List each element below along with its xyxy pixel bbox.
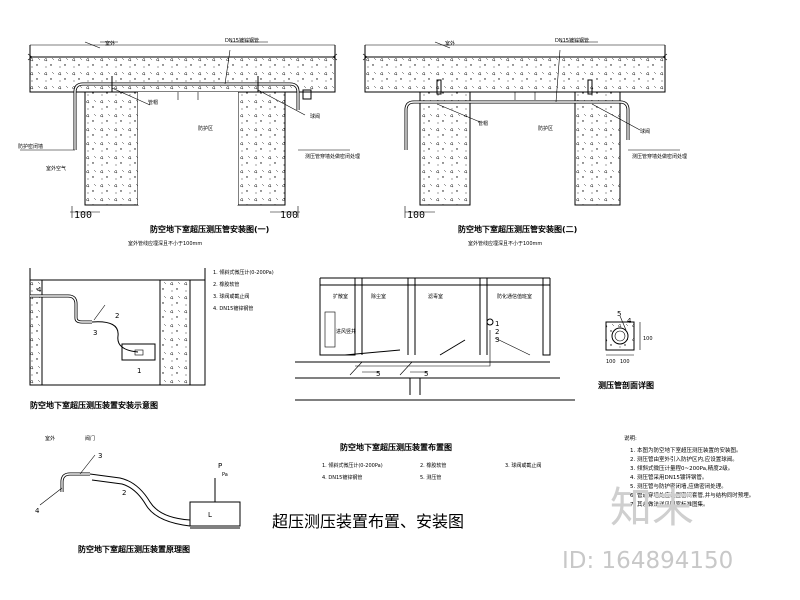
detail-1-label-ground: 室外 <box>105 40 115 47</box>
device-micromanometer <box>121 343 156 361</box>
principle-callout-4: 4 <box>35 507 40 515</box>
plan-legend-5: 5. 测压管 <box>420 474 441 481</box>
detail-2-label-pipe: DN15镀锌钢管 <box>555 37 589 44</box>
notes-line-1: 1. 本图为防空地下室超压测压装置的安装图。 <box>630 446 742 454</box>
section-caption: 测压管剖面详图 <box>598 380 654 390</box>
plan-callout-5b: 5 <box>424 370 428 378</box>
detail-1-label-outside: 室外空气 <box>46 165 66 172</box>
plan-gauge <box>486 318 494 326</box>
plan-callout-3: 3 <box>495 336 499 344</box>
detail-2-label-ground: 室外 <box>445 40 455 47</box>
principle-pipe <box>60 472 90 492</box>
principle-caption: 防空地下室超压测压装置原理图 <box>78 544 190 554</box>
detail-1-label-valve: 球阀 <box>310 113 320 120</box>
detail-1-wall-left <box>84 91 139 206</box>
section-callout-4: 4 <box>627 317 632 325</box>
detail-2-label-tag: 管帽 <box>478 120 488 127</box>
plan-room-1: 扩散室 <box>333 293 348 300</box>
device-callout-2: 2 <box>115 312 119 320</box>
plan-room-4: 防化通信值班室 <box>497 293 532 300</box>
detail-2-subcaption: 室外管线应埋深且不小于100mm <box>468 240 542 247</box>
legend-item-3: 3. 球阀或截止阀 <box>213 293 249 300</box>
device-callout-1: 1 <box>137 367 141 375</box>
section-square <box>605 321 635 351</box>
device-callout-3: 3 <box>93 329 97 337</box>
detail-1-wall-right <box>237 91 286 206</box>
notes-line-3: 3. 倾斜式微压计量程0~200Pa,精度2级。 <box>630 464 733 472</box>
detail-1-dim-right: 100 <box>280 210 298 221</box>
device-legend: 1. 倾斜式微压计(0-200Pa) 2. 橡胶软管 3. 球阀或截止阀 4. … <box>213 269 274 312</box>
principle-hose <box>89 473 191 521</box>
detail-2-caption: 防空地下室超压测压管安装图(二) <box>458 224 577 234</box>
principle-label-l: L <box>208 511 212 519</box>
detail-1-caption: 防空地下室超压测压管安装图(一) <box>150 224 269 234</box>
notes-line-6: 6. 管道穿墙处应设置密闭套管,并与结构同时预埋。 <box>630 491 754 499</box>
legend-item-4: 4. DN15镀锌钢管 <box>213 305 253 312</box>
plan-legend-2: 2. 橡胶软管 <box>420 462 446 469</box>
plan-legend-1: 1. 倾斜式微压计(0-200Pa) <box>322 462 383 469</box>
detail-1-dim-left: 100 <box>74 210 92 221</box>
plan-callout-1: 1 <box>495 320 499 328</box>
principle-callout-2: 2 <box>122 489 126 497</box>
legend-item-2: 2. 橡胶软管 <box>213 281 239 288</box>
detail-2-slab <box>364 56 666 93</box>
device-callout-4: 4 <box>37 286 42 294</box>
principle-callout-3: 3 <box>98 452 102 460</box>
section-dim-2: 100 <box>620 359 630 365</box>
principle-label-unit: Pa <box>222 472 228 478</box>
detail-2-dim-left: 100 <box>407 210 425 221</box>
layout-plan: 扩散室 除尘室 滤毒室 防化通信值班室 进风竖井 1 2 3 5 5 防空地下室… <box>295 277 575 481</box>
detail-2-wall-left <box>419 91 471 206</box>
device-diagram: 4 2 3 1 防空地下室超压测压装置安装示意图 <box>29 268 206 410</box>
detail-1-label-pipe: DN15镀锌钢管 <box>225 37 259 44</box>
plan-room-3: 滤毒室 <box>428 293 443 300</box>
plan-caption: 防空地下室超压测压装置布置图 <box>340 442 452 452</box>
detail-1-slab <box>29 56 336 93</box>
detail-1-label-note: 测压管穿墙处做密闭处理 <box>305 153 360 160</box>
notes-block: 说明: 1. 本图为防空地下室超压测压装置的安装图。 2. 测压管由室外引入防护… <box>624 434 754 508</box>
principle-label-p: P <box>218 462 222 470</box>
principle-diagram: 室外 阀门 P Pa L 3 2 4 防空地下室超压测压装置原理图 <box>35 435 241 554</box>
drawing-title: 超压测压装置布置、安装图 <box>272 512 464 531</box>
detail-1-installation: 室外 DN15镀锌钢管 管帽 防护区 球阀 防护密闭墙 室外空气 测压管穿墙处做… <box>18 37 360 247</box>
plan-callout-2: 2 <box>495 328 499 336</box>
notes-line-5: 5. 测压管与防护密闭墙,应做密闭处理。 <box>630 482 727 490</box>
plan-legend-3: 3. 球阀或截止阀 <box>505 462 541 469</box>
principle-label-outside: 室外 <box>45 435 55 442</box>
pipe-section: 5 4 100 100 100 测压管剖面详图 <box>598 310 654 390</box>
detail-1-label-left: 防护密闭墙 <box>18 143 43 150</box>
section-dim-1: 100 <box>606 359 616 365</box>
device-caption: 防空地下室超压测压装置安装示意图 <box>30 400 158 410</box>
section-pipe-circle <box>611 327 629 345</box>
detail-1-label-tag: 管帽 <box>148 99 158 106</box>
detail-2-label-note: 测压管穿墙处做密闭处理 <box>632 153 687 160</box>
detail-1-label-inside: 防护区 <box>198 125 213 132</box>
plan-callout-5a: 5 <box>376 370 380 378</box>
legend-item-1: 1. 倾斜式微压计(0-200Pa) <box>213 269 274 276</box>
section-callout-5: 5 <box>617 310 621 318</box>
device-hose <box>91 321 139 353</box>
detail-2-label-valve: 球阀 <box>640 128 650 135</box>
plan-pipe <box>355 330 491 367</box>
detail-1-subcaption: 室外管线应埋深且不小于100mm <box>128 240 202 247</box>
plan-room-5: 进风竖井 <box>336 328 356 335</box>
notes-line-4: 4. 测压管采用DN15镀锌钢管。 <box>630 473 707 481</box>
detail-1-valve <box>302 89 312 100</box>
watermark-id: ID: 164894150 <box>562 548 733 574</box>
plan-legend-4: 4. DN15镀锌钢管 <box>322 474 362 481</box>
watermark-brand: 知末 <box>610 483 694 532</box>
notes-heading: 说明: <box>624 434 637 442</box>
detail-2-label-inside: 防护区 <box>538 125 553 132</box>
plan-room-2: 除尘室 <box>371 293 386 300</box>
notes-line-7: 7. 其余做法详见国家标准图集。 <box>630 500 709 508</box>
section-dim-3: 100 <box>643 336 653 342</box>
notes-line-2: 2. 测压管由室外引入防护区内,应设置球阀。 <box>630 455 738 463</box>
detail-2-installation: 室外 DN15镀锌钢管 管帽 防护区 球阀 测压管穿墙处做密闭处理 100 防空… <box>362 37 687 247</box>
principle-gauge <box>189 501 241 527</box>
detail-2-wall-right <box>574 91 621 206</box>
principle-label-valve: 阀门 <box>85 435 95 442</box>
